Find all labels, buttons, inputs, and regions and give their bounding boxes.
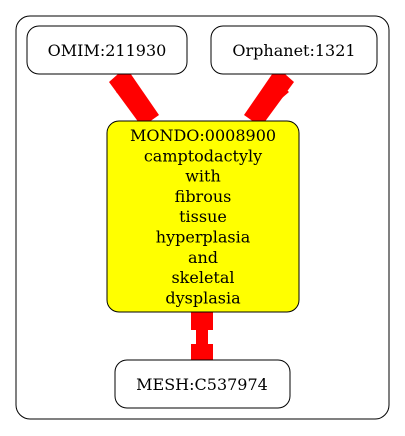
edge-mondo-mesh-shaft (196, 330, 208, 345)
edge-omim-mondo-arrow-head (116, 86, 137, 104)
node-mondo-label-line: with (185, 167, 221, 186)
node-omim-label: OMIM:211930 (48, 41, 167, 60)
edge-mondo-mesh-upper (191, 307, 213, 330)
node-mesh[interactable]: MESH:C537974 (114, 359, 291, 409)
node-mondo-label-line: fibrous (175, 187, 232, 206)
node-mondo-label-line: hyperplasia (156, 228, 251, 247)
node-omim-box (26, 25, 188, 75)
node-orphanet-label: Orphanet:1321 (232, 41, 355, 60)
edge-orphanet-mondo-arrow-base (244, 67, 294, 127)
edge-orphanet-mondo (244, 67, 294, 127)
node-mesh-label: MESH:C537974 (136, 375, 268, 394)
node-omim[interactable]: OMIM:211930 (26, 25, 188, 75)
node-mondo-label-line: MONDO:0008900 (130, 126, 276, 145)
node-orphanet-box (210, 25, 378, 75)
node-mesh-box (114, 359, 291, 409)
node-mondo-label-line: and (188, 248, 218, 267)
node-mondo-label-line: dysplasia (165, 288, 241, 307)
node-mondo-label-line: tissue (179, 207, 227, 226)
node-mondo-label-line: camptodactyly (144, 146, 262, 165)
edge-orphanet-mondo-arrow-head (268, 86, 289, 104)
edge-omim-mondo (109, 67, 159, 127)
node-mondo-box (106, 120, 300, 313)
node-orphanet[interactable]: Orphanet:1321 (210, 25, 378, 75)
node-mondo-label-line: skeletal (171, 268, 234, 287)
